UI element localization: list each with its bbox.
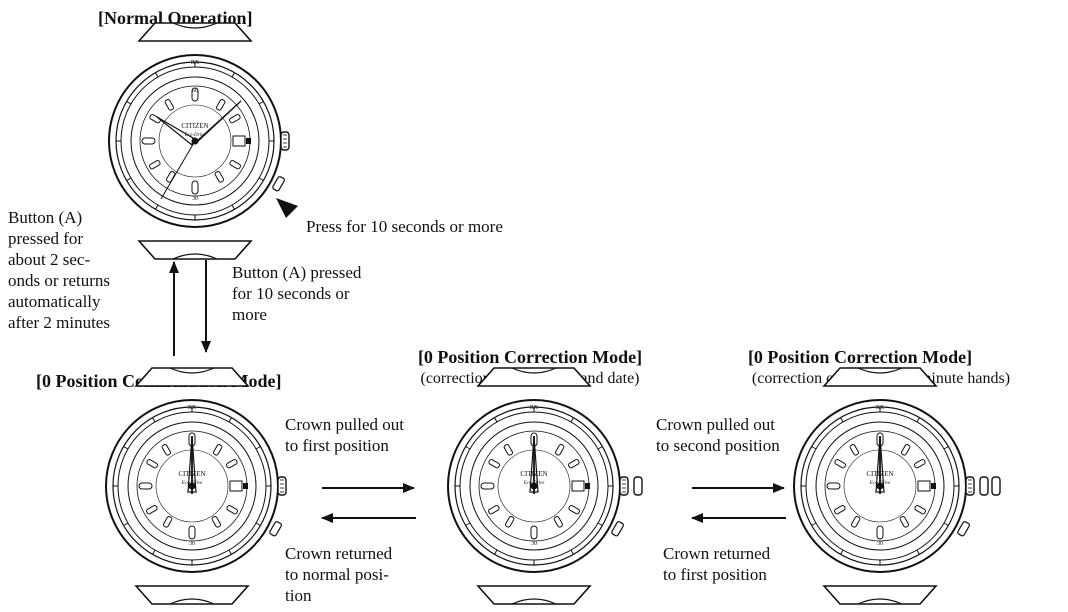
dial-30-normal: 30 [192, 196, 198, 202]
brand-text-confirmation: CITIZEN [178, 470, 205, 478]
dial-30-correction-2: 30 [877, 541, 883, 547]
label-crown-return-first: Crown returned to first position [663, 544, 771, 584]
crown-position-first-icon [979, 476, 989, 496]
press-pointer-icon [276, 198, 298, 218]
bezel-text-correction-1: RX [530, 405, 539, 411]
watch-normal-operation [108, 22, 290, 260]
brand-text-correction-2: CITIZEN [866, 470, 893, 478]
label-crown-return-normal: Crown returned to normal posi- tion [285, 544, 393, 605]
model-text-correction-1: Eco-Drive [523, 481, 546, 486]
brand-text-normal: CITIZEN [181, 122, 208, 130]
watch-confirmation-mode [105, 367, 287, 605]
bezel-text-correction-2: RX [876, 405, 885, 411]
label-crown-out-second: Crown pulled out to second position [656, 415, 780, 455]
crown-position-first-icon [633, 476, 643, 496]
crown-position-second-icon [991, 476, 1001, 496]
watch-text-group: CITIZEN Eco-Drive RX 60 30 CITIZEN Eco-D… [178, 60, 893, 547]
dial-30-confirmation: 30 [189, 541, 195, 547]
title-correction-mode-1: [0 Position Correction Mode] [417, 347, 643, 367]
model-text-correction-2: Eco-Drive [869, 481, 892, 486]
label-button-down: Button (A) pressed for 10 seconds or mor… [232, 263, 362, 324]
bezel-text-confirmation: RX [188, 405, 197, 411]
dial-60-normal: 60 [192, 88, 198, 94]
title-correction-mode-2: [0 Position Correction Mode] [747, 347, 973, 367]
model-text-normal: Eco-Drive [184, 133, 207, 138]
watch-correction-mode-1 [447, 367, 643, 605]
watch-correction-mode-2 [793, 367, 1001, 605]
label-press-hint: Press for 10 seconds or more [306, 217, 503, 236]
dial-30-correction-1: 30 [531, 541, 537, 547]
label-button-up: Button (A) pressed for about 2 sec- onds… [8, 208, 110, 332]
brand-text-correction-1: CITIZEN [520, 470, 547, 478]
bezel-text-normal: RX [191, 60, 200, 66]
model-text-confirmation: Eco-Drive [181, 481, 204, 486]
label-crown-out-first: Crown pulled out to first position [285, 415, 404, 455]
